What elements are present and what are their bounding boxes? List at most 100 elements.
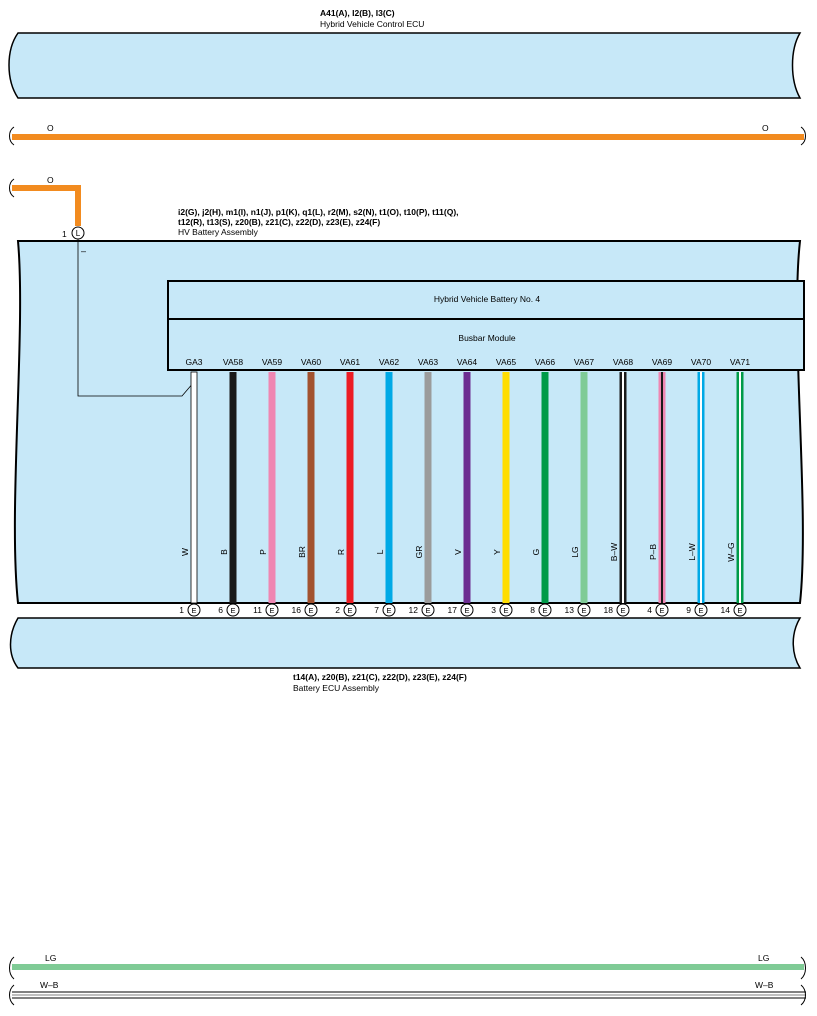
pin-connector: E: [659, 606, 664, 615]
pin-connector: E: [425, 606, 430, 615]
wire-va69: [658, 372, 666, 603]
wb-wire-label-left: W–B: [40, 980, 59, 990]
battery-no4-box: [167, 280, 805, 371]
terminal-name-top: VA64: [457, 357, 477, 367]
pin-circle: [460, 603, 474, 617]
hv-assembly-codes-line1: i2(G), j2(H), m1(I), n1(J), p1(K), q1(L)…: [178, 207, 459, 217]
terminal-name-top: VA60: [301, 357, 321, 367]
terminal-name-top: VA69: [652, 357, 672, 367]
terminals-layer: GA3W1EGA3VA58B6EVA58VA59P11EVA59VA60BR16…: [179, 357, 750, 632]
pin-number: 18: [604, 605, 614, 615]
wire-va61: [346, 372, 354, 603]
wb-wire-label-right: W–B: [755, 980, 774, 990]
wire-color-code: P–B: [648, 544, 658, 560]
battery-ecu-body: [9, 617, 802, 669]
wire-va60: [307, 372, 315, 603]
pin-number: 11: [253, 605, 262, 615]
pin-circle: [655, 603, 669, 617]
wire-color-code: P: [258, 549, 268, 555]
ecu-top-name: Hybrid Vehicle Control ECU: [320, 19, 424, 29]
terminal-name-top: VA67: [574, 357, 594, 367]
terminal-name-top: VA68: [613, 357, 633, 367]
wire-color-code: W–G: [726, 542, 736, 561]
terminal-name-top: VA61: [340, 357, 360, 367]
orange-wire-label-right: O: [762, 123, 769, 133]
wire-color-code: BR: [297, 546, 307, 558]
pin-connector: E: [269, 606, 274, 615]
pin-connector: E: [542, 606, 547, 615]
pin-circle: [733, 603, 747, 617]
wire-color-code: B–W: [609, 543, 619, 561]
pin-connector: E: [464, 606, 469, 615]
wire-color-code: W: [180, 548, 190, 556]
lg-wire-label-right: LG: [758, 953, 769, 963]
pin-circle: [265, 603, 279, 617]
hv-assembly-codes-line2: t12(R), t13(S), z20(B), z21(C), z22(D), …: [178, 217, 380, 227]
pin-circle: [499, 603, 513, 617]
wire-color-code: G: [531, 549, 541, 556]
pin-connector: E: [620, 606, 625, 615]
pin-connector: E: [737, 606, 742, 615]
wire-va71: [736, 372, 744, 603]
pin-number: 4: [647, 605, 652, 615]
pin-circle: [616, 603, 630, 617]
terminal-name-top: VA63: [418, 357, 438, 367]
hv-assembly-name: HV Battery Assembly: [178, 227, 259, 237]
ecu-top-codes: A41(A), I2(B), I3(C): [320, 8, 395, 18]
pin-connector: E: [230, 606, 235, 615]
battery-no4-title: Hybrid Vehicle Battery No. 4: [434, 294, 541, 304]
pin-circle: [343, 603, 357, 617]
orange-wire-break-right: [800, 126, 806, 146]
battery-ecu-name: Battery ECU Assembly: [293, 683, 380, 693]
terminal-name-top: VA66: [535, 357, 555, 367]
wire-va68: [619, 372, 627, 603]
pin-number: 1: [179, 605, 184, 615]
terminal-name-top: VA59: [262, 357, 282, 367]
pin-connector: E: [308, 606, 313, 615]
wire-color-code: L–W: [687, 543, 697, 560]
orange-wire-2-label: O: [47, 175, 54, 185]
pin-circle: [187, 603, 201, 617]
pin-number: 17: [448, 605, 458, 615]
pin-connector: E: [503, 606, 508, 615]
pin-circle: [694, 603, 708, 617]
wire-va62: [385, 372, 393, 603]
pin-number: 7: [374, 605, 379, 615]
wire-va67: [580, 372, 588, 603]
pin-number: 9: [686, 605, 691, 615]
terminal-name-top: VA71: [730, 357, 750, 367]
pin-number: 12: [409, 605, 419, 615]
pin-number: 8: [530, 605, 535, 615]
wire-color-code: B: [219, 549, 229, 555]
wire-color-code: V: [453, 549, 463, 555]
busbar-module-label: Busbar Module: [458, 333, 515, 343]
bottom-wire-break-left: [9, 956, 15, 1006]
pin-number: 16: [292, 605, 302, 615]
ecu-top-body: [8, 32, 802, 99]
terminal-name-top: VA58: [223, 357, 243, 367]
wire-va66: [541, 372, 549, 603]
wire-va64: [463, 372, 471, 603]
pin-circle: [382, 603, 396, 617]
orange-wire-2-break: [9, 178, 15, 198]
pin-number: 3: [491, 605, 496, 615]
terminal-name-top: VA65: [496, 357, 516, 367]
battery-ecu-codes: t14(A), z20(B), z21(C), z22(D), z23(E), …: [293, 672, 467, 682]
hv-pin-polarity: –: [81, 246, 86, 256]
wire-va63: [424, 372, 432, 603]
hv-pin-connector: L: [76, 229, 81, 238]
pin-connector: E: [386, 606, 391, 615]
wire-color-code: L: [375, 549, 385, 554]
pin-circle: [421, 603, 435, 617]
wire-va70: [697, 372, 705, 603]
pin-number: 6: [218, 605, 223, 615]
wire-va65: [502, 372, 510, 603]
pin-number: 14: [721, 605, 731, 615]
orange-wire-break-left: [9, 126, 15, 146]
wire-ga3: [190, 371, 198, 604]
lg-wire-label-left: LG: [45, 953, 56, 963]
pin-circle: [304, 603, 318, 617]
terminal-name-top: GA3: [185, 357, 202, 367]
wire-color-code: R: [336, 549, 346, 555]
